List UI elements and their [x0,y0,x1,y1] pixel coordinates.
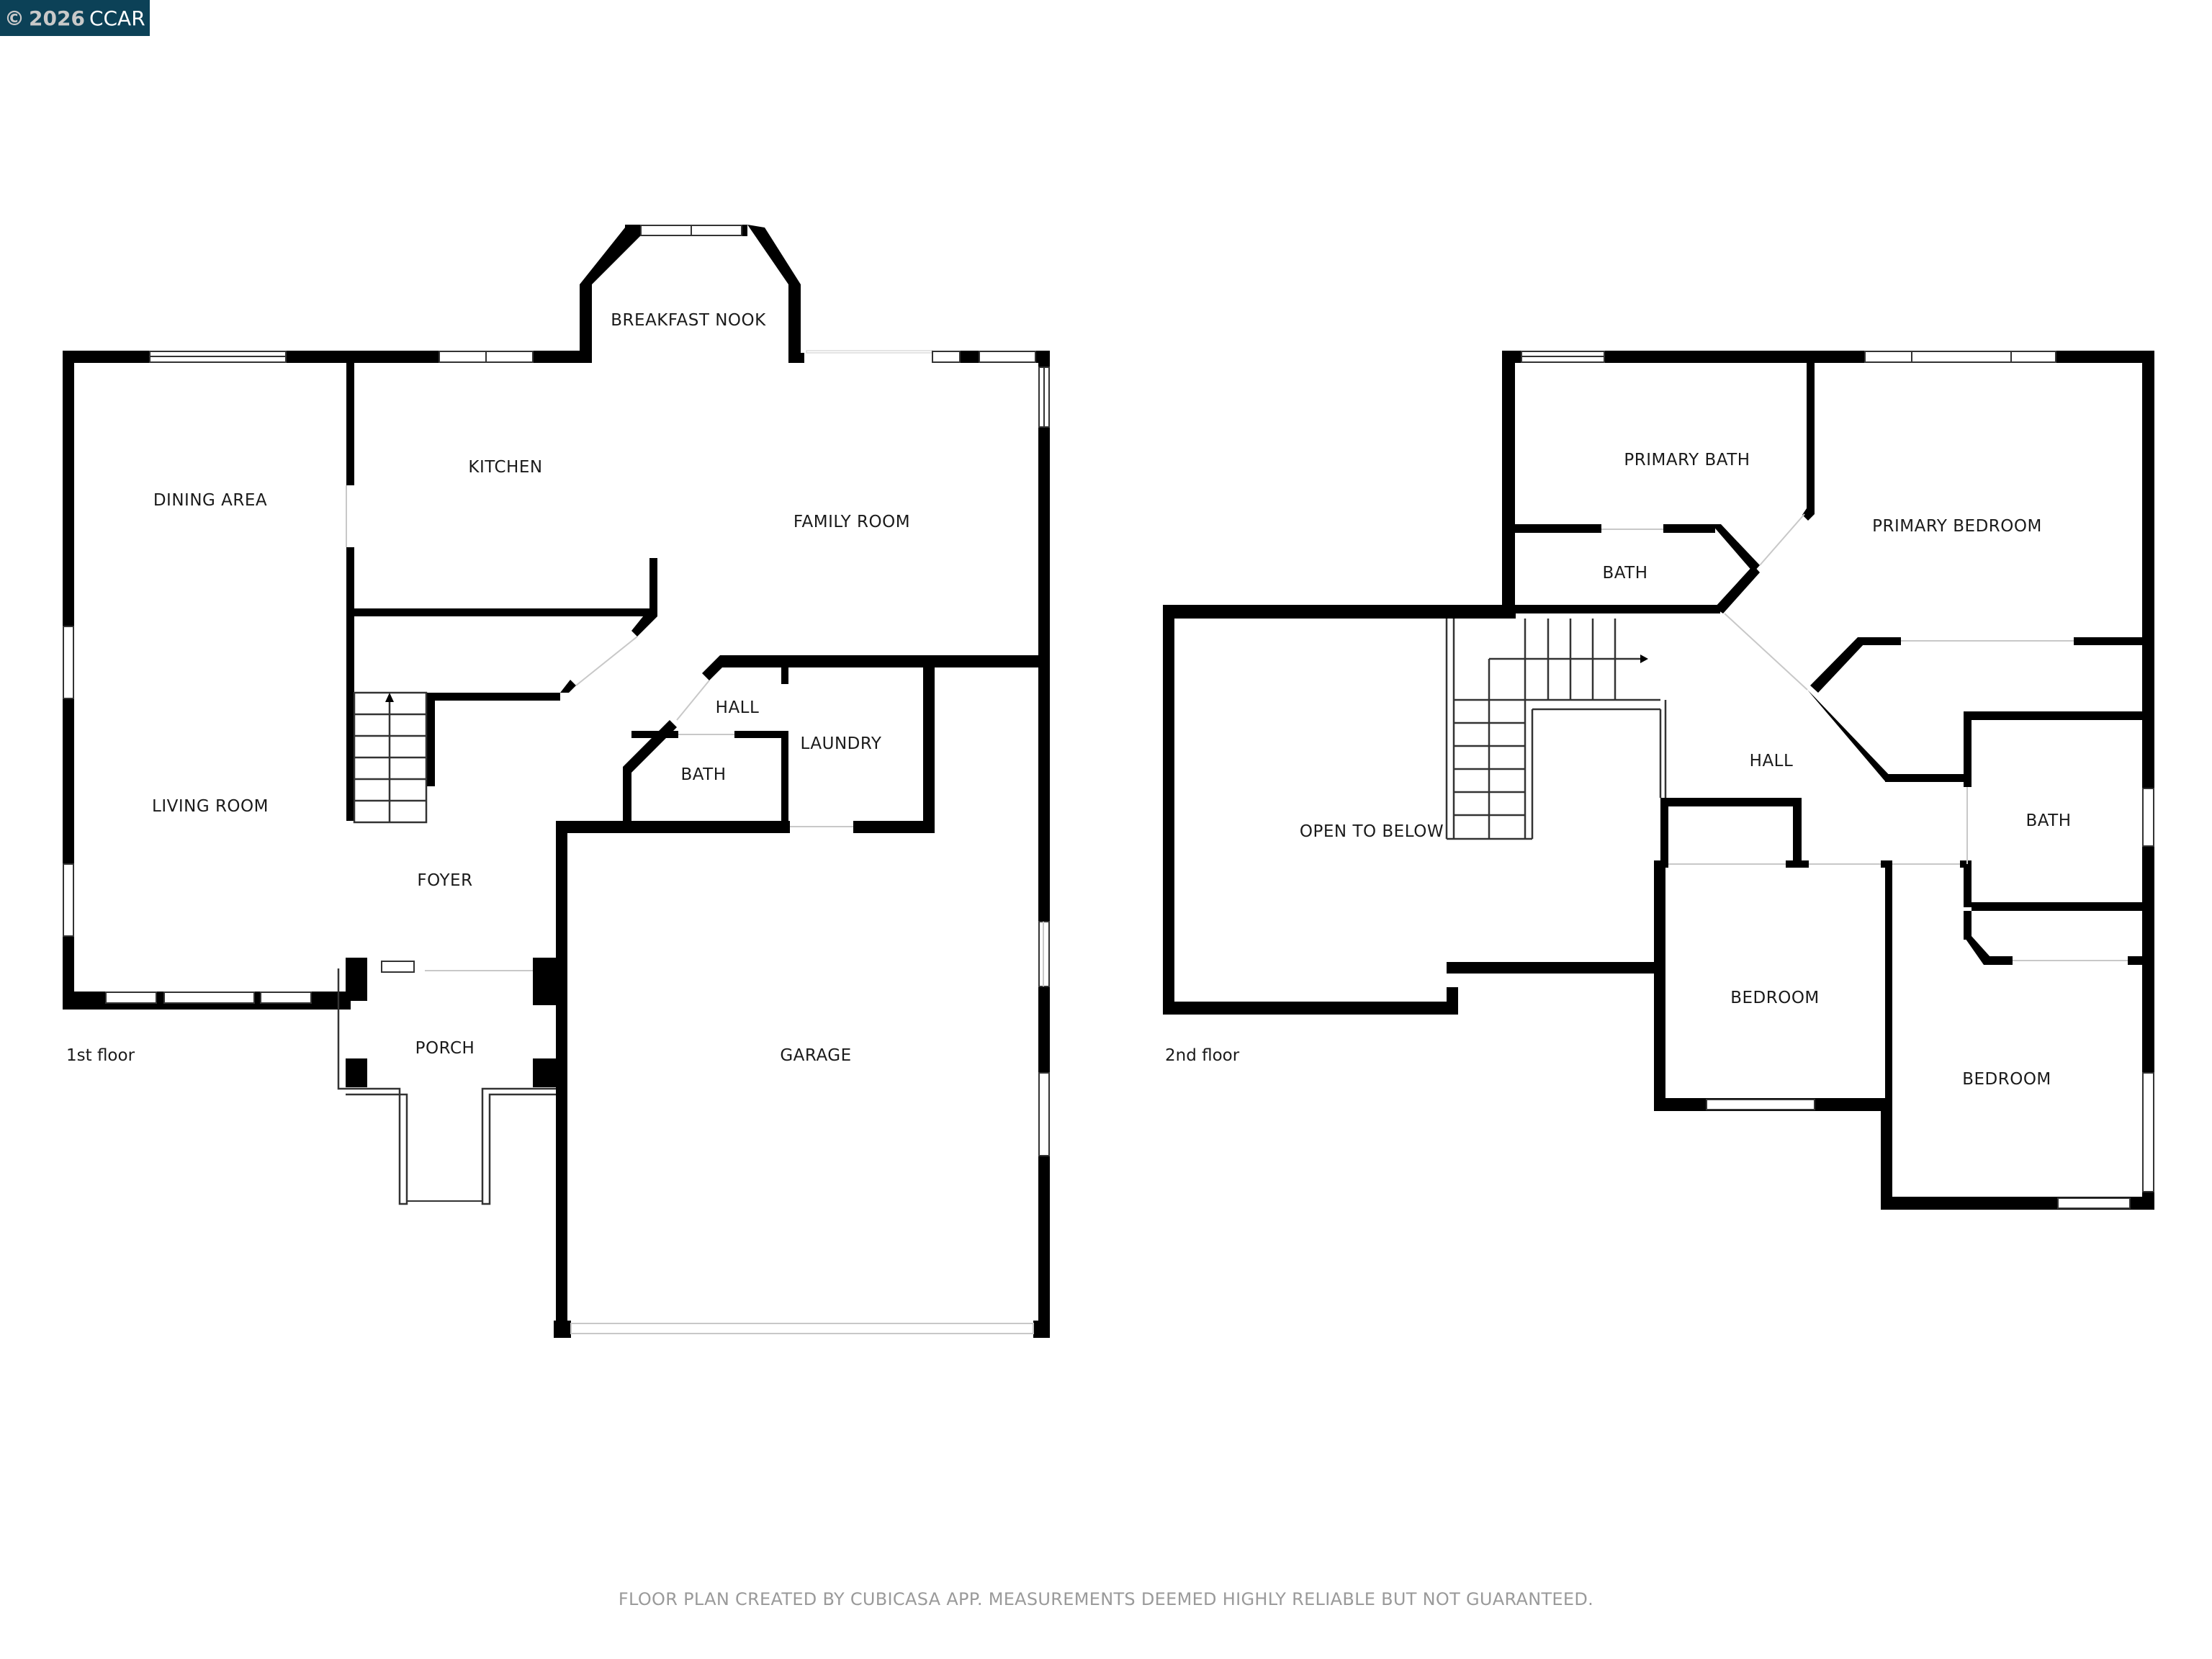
room-label-hall: HALL [716,698,760,717]
room-label-open-to-below: OPEN TO BELOW [1300,822,1444,841]
footer-disclaimer: FLOOR PLAN CREATED BY CUBICASA APP. MEAS… [618,1589,1594,1609]
floor-label-second: 2nd floor [1165,1046,1240,1065]
second-floor-plan: PRIMARY BATH PRIMARY BEDROOM BATH OPEN T… [1163,351,2154,1210]
copyright-year: 2026 [29,6,85,30]
room-label-bath-right: BATH [2026,811,2071,830]
room-label-hall-upper: HALL [1750,752,1794,770]
room-label-bath-upper: BATH [1602,564,1647,583]
room-label-garage: GARAGE [780,1046,851,1065]
stair-arrow-icon [385,693,394,702]
room-label-kitchen: KITCHEN [468,458,542,477]
room-label-breakfast-nook: BREAKFAST NOOK [611,311,766,330]
room-label-bath: BATH [680,765,726,784]
stairs-second-floor [1445,619,1667,840]
room-label-bedroom-2: BEDROOM [1962,1070,2051,1089]
room-label-primary-bedroom: PRIMARY BEDROOM [1872,517,2042,536]
room-label-primary-bath: PRIMARY BATH [1624,451,1750,469]
room-label-laundry: LAUNDRY [801,734,882,753]
copyright-org: CCAR [89,6,145,30]
stair-arrow-icon [1640,655,1648,663]
first-floor-plan: DINING AREA KITCHEN BREAKFAST NOOK FAMIL… [63,225,1050,1338]
room-label-living-room: LIVING ROOM [152,797,269,816]
copyright-symbol: © [4,6,24,30]
room-label-foyer: FOYER [417,871,472,890]
copyright-watermark: © 2026 CCAR [0,0,150,36]
porch-outline [337,968,556,1205]
room-label-dining-area: DINING AREA [153,491,267,510]
room-label-porch: PORCH [415,1039,475,1058]
room-label-bedroom-1: BEDROOM [1730,989,1820,1007]
room-label-family-room: FAMILY ROOM [793,513,910,531]
floor-label-first: 1st floor [66,1046,135,1065]
stairs-first-floor [353,691,428,824]
